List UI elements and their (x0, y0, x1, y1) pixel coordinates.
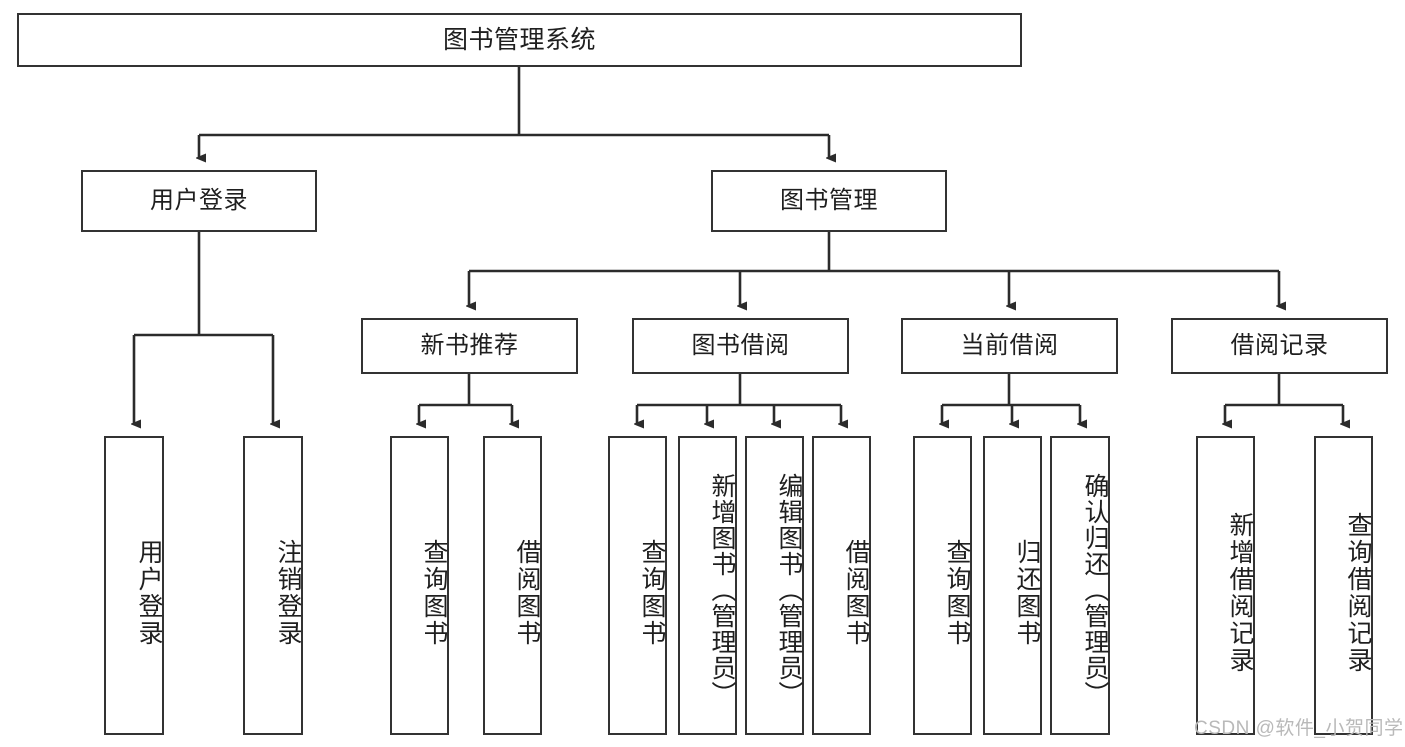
node-root[interactable]: 图书管理系统 (17, 13, 1022, 67)
leaf-borrow-book-recommend[interactable]: 借阅图书 (483, 436, 542, 735)
leaf-query-book-current[interactable]: 查询图书 (913, 436, 972, 735)
leaf-edit-book-admin[interactable]: 编辑图书（管理员） (745, 436, 804, 735)
leaf-borrow-book[interactable]: 借阅图书 (812, 436, 871, 735)
leaf-add-book-admin[interactable]: 新增图书（管理员） (678, 436, 737, 735)
leaf-user-login[interactable]: 用户登录 (104, 436, 164, 735)
leaf-return-book[interactable]: 归还图书 (983, 436, 1042, 735)
node-current-borrow[interactable]: 当前借阅 (901, 318, 1118, 374)
csdn-watermark: CSDN @软件_小贺同学 (1194, 718, 1404, 739)
node-book-borrow[interactable]: 图书借阅 (632, 318, 849, 374)
node-book-management[interactable]: 图书管理 (711, 170, 947, 232)
node-new-book-recommend[interactable]: 新书推荐 (361, 318, 578, 374)
leaf-query-book-borrow[interactable]: 查询图书 (608, 436, 667, 735)
leaf-user-logout[interactable]: 注销登录 (243, 436, 303, 735)
leaf-query-book-recommend[interactable]: 查询图书 (390, 436, 449, 735)
leaf-confirm-return-admin[interactable]: 确认归还（管理员） (1050, 436, 1110, 735)
leaf-query-borrow-record[interactable]: 查询借阅记录 (1314, 436, 1373, 735)
node-borrow-record[interactable]: 借阅记录 (1171, 318, 1388, 374)
node-user-login[interactable]: 用户登录 (81, 170, 317, 232)
leaf-add-borrow-record[interactable]: 新增借阅记录 (1196, 436, 1255, 735)
